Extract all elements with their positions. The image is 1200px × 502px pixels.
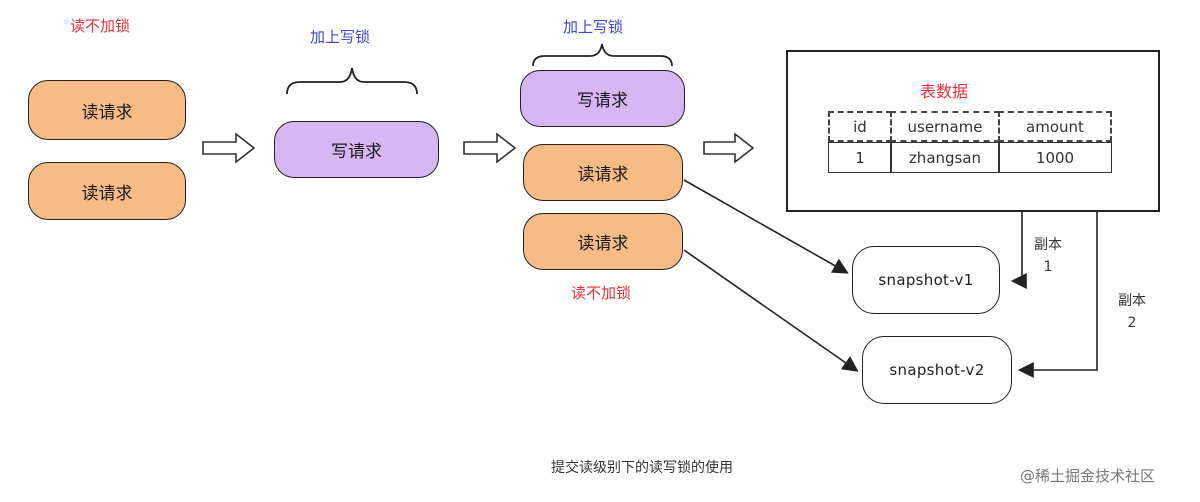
copy-label-1-text: 副本 [1034,237,1062,253]
flow-arrow-1 [202,132,256,164]
table-cell-username: zhangsan [890,142,1000,173]
table-data-box: 表数据 id username amount 1 zhangsan 1000 [786,50,1160,212]
copy-line-2 [1017,212,1098,378]
table-cell-amount: 1000 [998,142,1112,173]
copy-label-1-number: 1 [1043,259,1053,275]
write-request: 写请求 [274,121,439,178]
snapshot-v1: snapshot-v1 [852,246,1000,314]
watermark: @稀土掘金技术社区 [1020,467,1156,485]
label-write-lock-2: 加上写锁 [563,18,624,36]
brace-1 [286,67,418,95]
read-request-3: 读请求 [523,144,683,201]
table-header-username: username [890,111,1000,142]
read-request-1: 读请求 [28,80,186,140]
copy-label-2: 副本 2 [1118,290,1146,334]
read-request-2: 读请求 [28,162,186,220]
copy-label-2-text: 副本 [1118,293,1146,309]
table-title: 表数据 [920,82,969,101]
table-header-amount: amount [998,111,1112,142]
label-read-no-lock: 读不加锁 [70,17,131,35]
arrow-read-to-snapshot-v1 [683,179,849,274]
label-write-lock: 加上写锁 [310,28,371,46]
copy-label-2-number: 2 [1127,315,1137,331]
table-cell-id: 1 [828,142,892,173]
snapshot-v2: snapshot-v2 [862,336,1012,404]
arrow-read-to-snapshot-v2 [683,249,859,372]
copy-label-1: 副本 1 [1034,234,1062,278]
brace-2 [532,43,673,67]
read-request-4: 读请求 [523,213,683,270]
write-request-2: 写请求 [520,70,685,127]
flow-arrow-2 [463,132,517,164]
label-read-no-lock-2: 读不加锁 [571,284,632,302]
flow-arrow-3 [703,132,755,164]
figure-caption: 提交读级别下的读写锁的使用 [551,460,733,476]
copy-line-1 [1010,212,1027,289]
table-header-id: id [828,111,892,142]
